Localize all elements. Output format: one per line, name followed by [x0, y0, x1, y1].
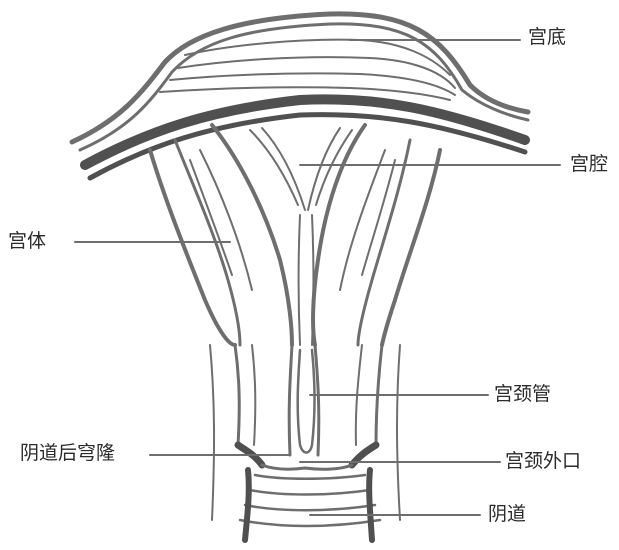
fundus-dome — [72, 14, 528, 150]
label-body: 宫体 — [8, 232, 46, 251]
uterine-cavity — [250, 128, 352, 345]
label-vagina: 阴道 — [488, 505, 526, 524]
right-uterine-wall — [313, 125, 440, 345]
label-cervical-canal: 宫颈管 — [494, 385, 551, 404]
vagina — [240, 470, 380, 540]
label-external-os: 宫颈外口 — [505, 452, 581, 471]
label-posterior-fornix: 阴道后穹隆 — [20, 444, 115, 463]
label-fundus: 宫底 — [528, 28, 566, 47]
label-cavity: 宫腔 — [570, 155, 608, 174]
left-uterine-wall — [150, 125, 292, 345]
fornix-region — [238, 445, 376, 469]
cervical-canal — [298, 350, 315, 453]
